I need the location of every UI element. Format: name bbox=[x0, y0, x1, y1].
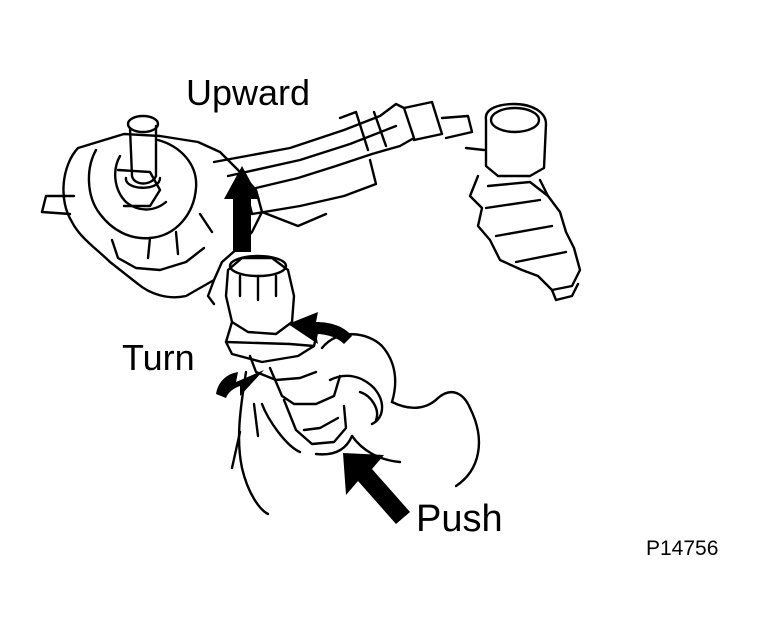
label-turn: Turn bbox=[122, 337, 195, 378]
rotate-arrows-icon bbox=[216, 312, 352, 398]
shaft bbox=[212, 100, 486, 228]
right-connector bbox=[468, 102, 582, 302]
throttle-body-housing bbox=[40, 132, 264, 306]
figure-id: P14756 bbox=[646, 537, 719, 560]
sensor-body bbox=[224, 254, 348, 446]
plunger bbox=[124, 114, 162, 189]
arrow-up-icon bbox=[224, 166, 260, 252]
label-upward: Upward bbox=[186, 72, 311, 113]
arrow-push-icon bbox=[343, 453, 410, 524]
label-push: Push bbox=[416, 498, 503, 540]
